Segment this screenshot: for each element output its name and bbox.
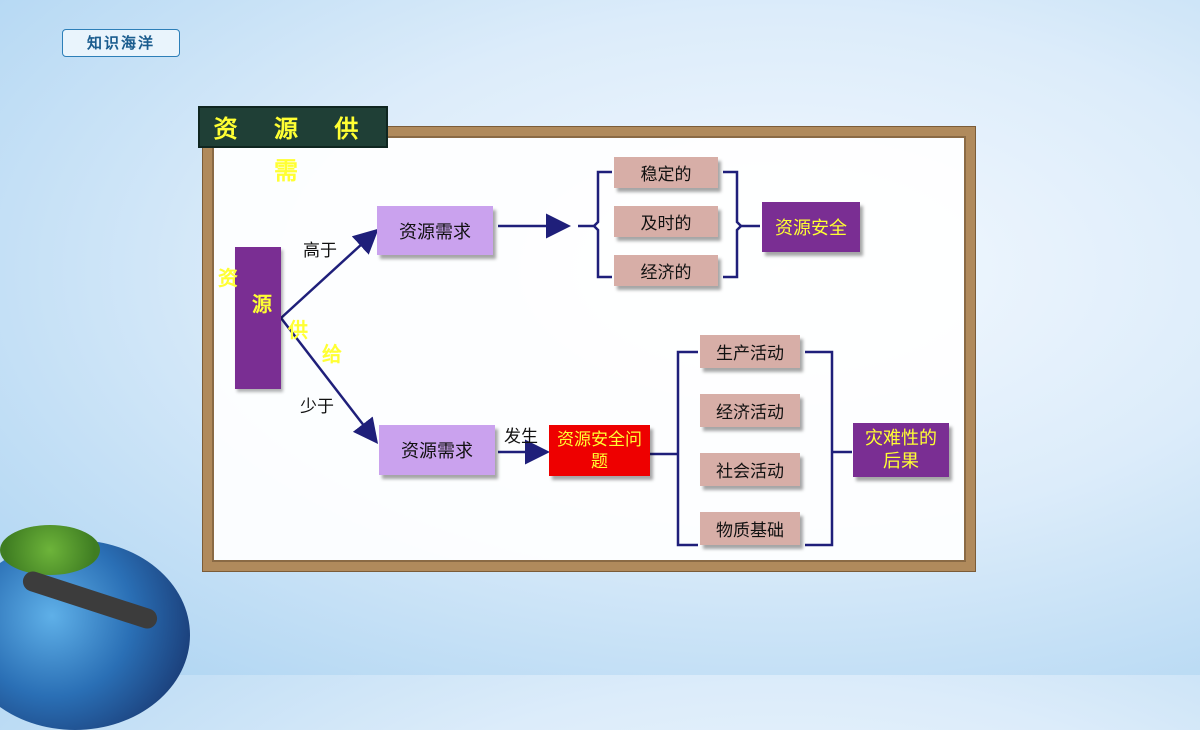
label-lower: 少于 (300, 397, 334, 417)
supply-char-2: 源 (252, 292, 272, 316)
activities-left-bracket (676, 350, 698, 547)
security-problem-box: 资源安全问题 (549, 425, 650, 476)
lower-demand-box: 资源需求 (379, 425, 495, 475)
supply-char-3: 供 (288, 318, 308, 342)
activities-right-bracket (805, 350, 834, 547)
attribute-stable: 稳定的 (614, 157, 718, 188)
resource-security-box: 资源安全 (762, 202, 860, 252)
arrow-to-lower-demand (280, 317, 379, 444)
greenery-illustration (0, 525, 100, 575)
catastrophic-consequence-box: 灾难性的后果 (853, 423, 949, 477)
label-higher: 高于 (303, 241, 337, 261)
supply-char-4: 给 (322, 342, 342, 366)
knowledge-ocean-badge: 知识海洋 (62, 29, 180, 57)
diagram-frame (203, 127, 975, 571)
frame-title: 资 源 供 需 (198, 106, 388, 185)
left-brace (592, 170, 612, 279)
upper-demand-box: 资源需求 (377, 206, 493, 255)
attribute-economic: 经济的 (614, 255, 718, 286)
arrow-to-upper-demand (280, 228, 379, 319)
connector-lines (280, 170, 852, 547)
supply-char-1: 资 (218, 266, 238, 290)
attribute-timely: 及时的 (614, 206, 718, 237)
activity-material-basis: 物质基础 (700, 512, 800, 545)
label-occur: 发生 (504, 427, 538, 447)
activity-economic: 经济活动 (700, 394, 800, 427)
supply-bar (235, 247, 281, 389)
right-brace (723, 170, 743, 279)
activity-production: 生产活动 (700, 335, 800, 368)
activity-social: 社会活动 (700, 453, 800, 486)
